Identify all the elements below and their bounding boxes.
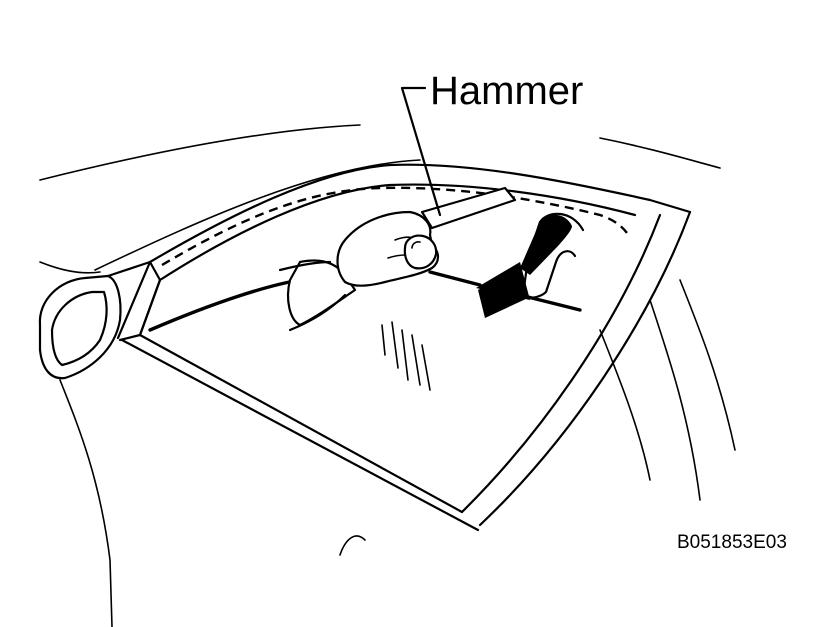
hammer-leader-line bbox=[400, 86, 442, 217]
glass-reflection-marks bbox=[381, 321, 431, 391]
glass-edge-dashed-line bbox=[161, 186, 632, 267]
door-frame bbox=[116, 163, 692, 532]
arm bbox=[278, 259, 357, 332]
hammer-label: Hammer bbox=[430, 69, 583, 113]
hammer bbox=[403, 186, 517, 270]
figure-code: B051853E03 bbox=[677, 532, 787, 553]
direction-arrow bbox=[476, 212, 585, 318]
car-body-outline bbox=[39, 124, 736, 627]
side-mirror bbox=[38, 260, 162, 380]
